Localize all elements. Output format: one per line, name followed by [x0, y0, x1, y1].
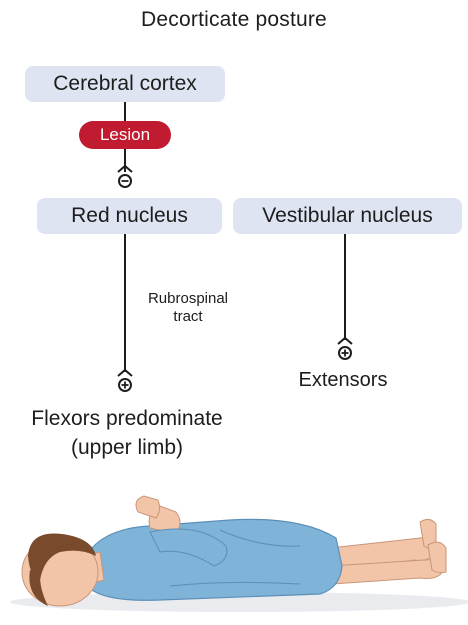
node-vestibular-nucleus: Vestibular nucleus [233, 198, 462, 234]
flexors-label-line2: (upper limb) [2, 433, 252, 462]
lesion-badge: Lesion [79, 121, 171, 149]
node-cerebral-cortex: Cerebral cortex [25, 66, 225, 102]
extensors-label: Extensors [278, 369, 408, 392]
excitatory-synapse-extensors-icon [338, 338, 352, 359]
patient-illustration [10, 496, 468, 612]
flexors-label-line1: Flexors predominate [2, 404, 252, 433]
excitatory-synapse-flexors-icon [118, 370, 132, 391]
rubrospinal-tract-label: Rubrospinal tract [128, 290, 248, 326]
tract-label-text: Rubrospinal tract [143, 290, 233, 326]
flexors-label: Flexors predominate (upper limb) [2, 404, 252, 462]
node-red-nucleus: Red nucleus [37, 198, 222, 234]
